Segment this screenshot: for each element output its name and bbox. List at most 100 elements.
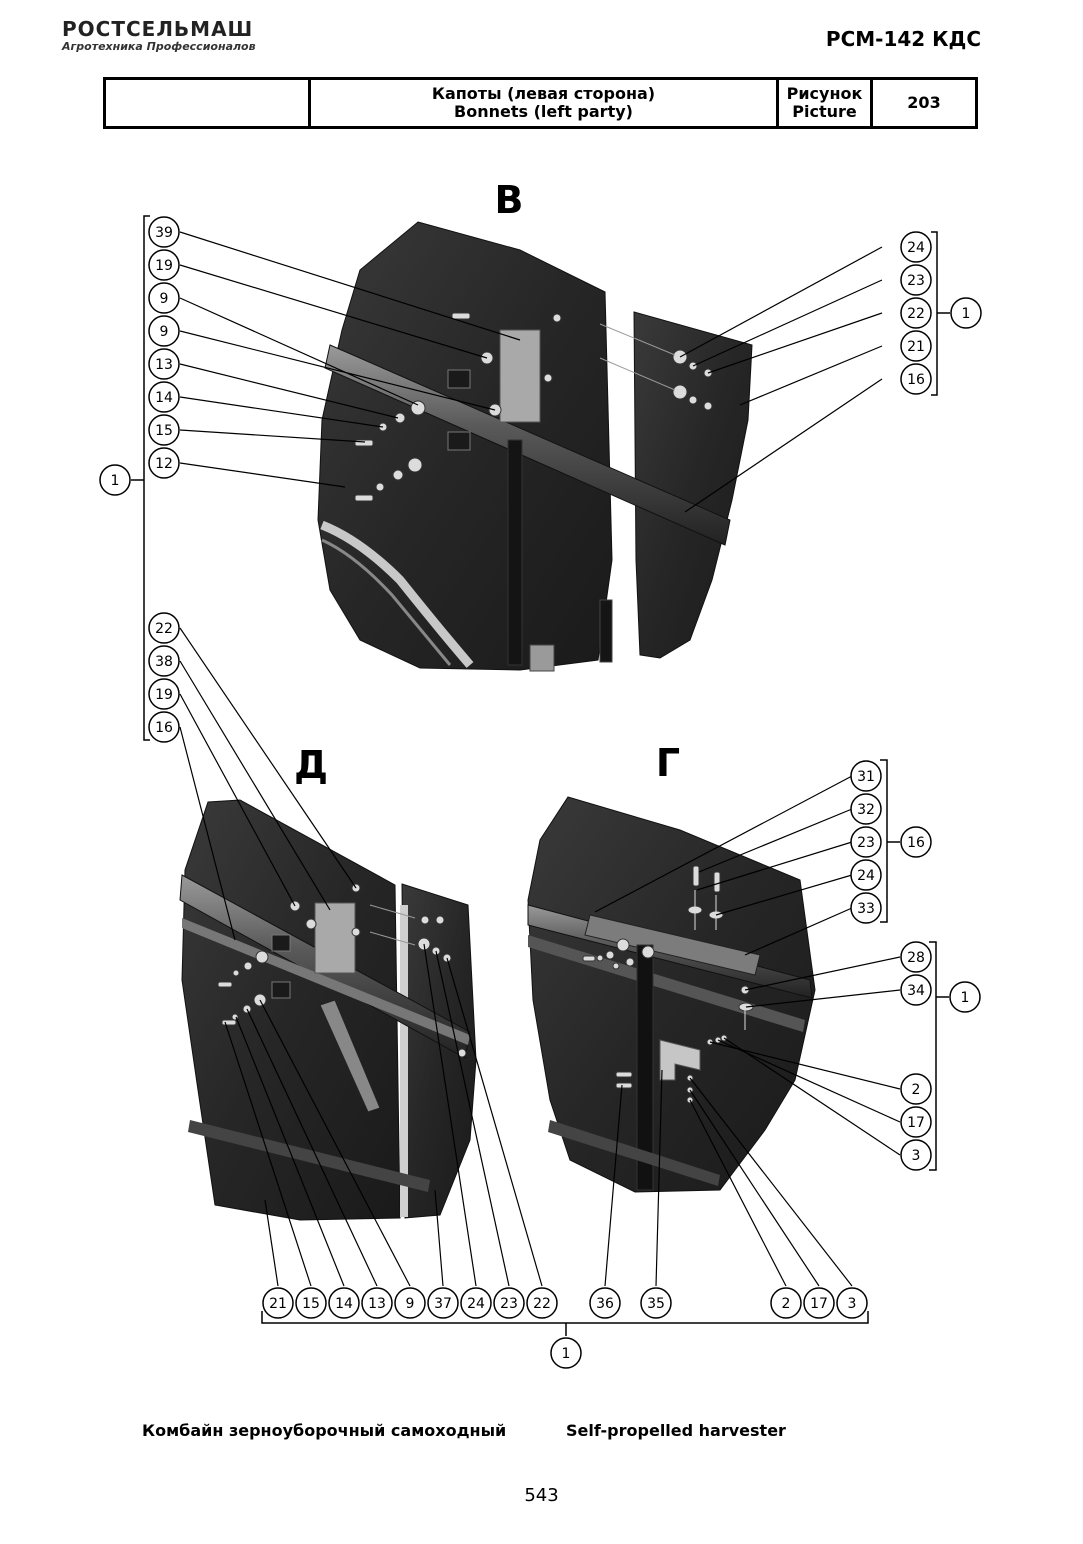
callout-number: 9 [406,1296,415,1312]
title-cell: Капоты (левая сторона) Bonnets (left par… [311,80,779,126]
callouts-view-g-top: 31 32 23 24 33 16 [850,760,932,924]
callout-number: 15 [155,423,173,439]
callout-group: 1 [950,297,982,329]
view-g-illustration [527,796,816,1193]
callout: 22 [526,1287,558,1319]
callout: 3 [836,1287,868,1319]
callout: 28 [900,941,932,973]
callout-number: 36 [596,1296,614,1312]
callout: 23 [493,1287,525,1319]
callout: 21 [900,330,932,362]
callout-number: 34 [907,983,925,999]
callout-group: 16 [900,826,932,858]
callout-group-number: 1 [962,306,971,322]
callout: 17 [803,1287,835,1319]
callout-number: 33 [857,901,875,917]
callout-number: 13 [155,357,173,373]
callout-number: 24 [907,240,925,256]
brand-tagline: Агротехника Профессионалов [62,40,256,53]
picture-number-cell: 203 [873,80,975,126]
callout-group-number: 16 [907,835,925,851]
callout: 23 [900,264,932,296]
callout-number: 24 [857,868,875,884]
callout-number: 22 [907,306,925,322]
callout-number: 24 [467,1296,485,1312]
callout-number: 9 [160,324,169,340]
callout-number: 23 [500,1296,518,1312]
callout: 2 [770,1287,802,1319]
callout-number: 19 [155,687,173,703]
callout-number: 19 [155,258,173,274]
callout: 33 [850,892,882,924]
callouts-view-v-left: 39 19 9 9 13 14 15 12 1 [99,216,180,496]
callout-number: 14 [335,1296,353,1312]
callout: 22 [148,612,180,644]
callout: 39 [148,216,180,248]
model-name: РСМ-142 КДС [825,27,981,51]
footer-product-en: Self-propelled harvester [566,1421,786,1440]
callout: 2 [900,1073,932,1105]
callout: 15 [148,414,180,446]
callout-number: 3 [912,1148,921,1164]
callout-number: 15 [302,1296,320,1312]
callout: 13 [148,348,180,380]
view-label-d: Д [294,743,328,787]
view-d-illustration [179,799,477,1221]
callout-number: 31 [857,769,875,785]
brand-name: РОСТСЕЛЬМАШ [62,17,254,41]
callout: 35 [640,1287,672,1319]
callouts-view-v-right: 24 23 22 21 16 1 [900,231,982,395]
callout-group: 1 [949,981,981,1013]
callout: 24 [460,1287,492,1319]
callout-number: 22 [533,1296,551,1312]
callout-number: 14 [155,390,173,406]
callout-group-number: 1 [562,1346,571,1362]
callout: 14 [328,1287,360,1319]
picture-label-ru: Рисунок [786,84,863,103]
callout: 23 [850,826,882,858]
callout-group: 1 [550,1337,582,1369]
callout: 13 [361,1287,393,1319]
callout: 38 [148,645,180,677]
callout: 24 [850,859,882,891]
callout-group: 1 [99,464,131,496]
picture-number: 203 [907,93,941,112]
callout-number: 12 [155,456,173,472]
footer-product-ru: Комбайн зерноуборочный самоходный [142,1421,507,1440]
leader-lines [179,231,901,1287]
callout-number: 39 [155,225,173,241]
title-ru: Капоты (левая сторона) [431,84,656,103]
callout-number: 9 [160,291,169,307]
callout-number: 23 [907,273,925,289]
callout-number: 21 [269,1296,287,1312]
group-brackets [131,215,950,1336]
callout-number: 35 [647,1296,665,1312]
callout-number: 17 [810,1296,828,1312]
callout-number: 22 [155,621,173,637]
callouts-view-g-right: 28 34 2 17 3 1 [900,941,981,1171]
callout-number: 16 [907,372,925,388]
callout: 16 [148,711,180,743]
title-block-empty-cell [106,80,311,126]
callouts-bottom-row: 21 15 14 13 9 37 24 23 22 36 35 2 17 3 1 [262,1287,868,1369]
callout-number: 17 [907,1115,925,1131]
brand-logo: РОСТСЕЛЬМАШ Агротехника Профессионалов [62,18,302,54]
callout: 12 [148,447,180,479]
picture-label-en: Picture [792,102,857,121]
callout: 31 [850,760,882,792]
callout: 36 [589,1287,621,1319]
callout: 34 [900,974,932,1006]
callout: 22 [900,297,932,329]
callout-group-number: 1 [961,990,970,1006]
callout-number: 2 [912,1082,921,1098]
view-v-illustration [317,221,753,672]
callout-number: 21 [907,339,925,355]
callout: 21 [262,1287,294,1319]
title-en: Bonnets (left party) [454,102,633,121]
callout: 32 [850,793,882,825]
callout-number: 32 [857,802,875,818]
callout-number: 37 [434,1296,452,1312]
callout-number: 23 [857,835,875,851]
callout-number: 28 [907,950,925,966]
